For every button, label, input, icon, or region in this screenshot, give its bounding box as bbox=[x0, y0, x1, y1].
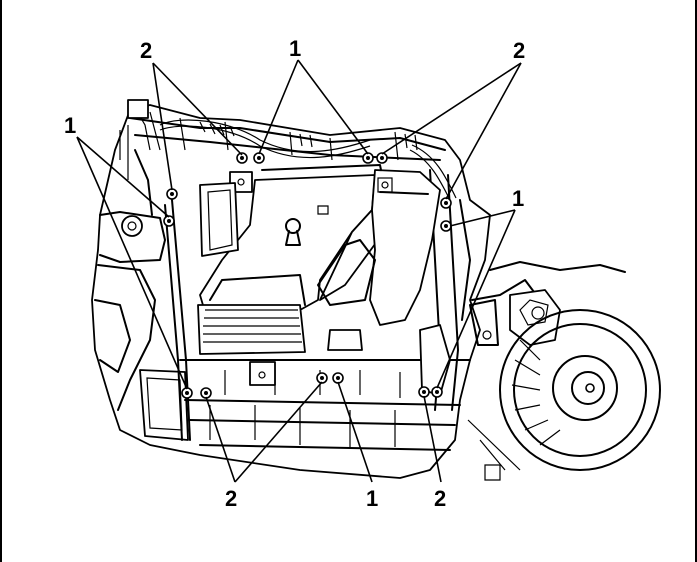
callout-c8: 2 bbox=[434, 486, 446, 511]
callout-c7: 1 bbox=[366, 486, 378, 511]
mounting-bracket-left bbox=[199, 171, 253, 257]
callout-c1: 2 bbox=[140, 38, 152, 63]
side-duct bbox=[317, 169, 441, 326]
leader-lines bbox=[76, 59, 522, 483]
wire-harness bbox=[127, 99, 457, 201]
blower-motor bbox=[467, 261, 661, 481]
callout-c2: 1 bbox=[289, 36, 301, 61]
air-duct bbox=[197, 164, 383, 355]
callout-c5: 1 bbox=[512, 186, 524, 211]
callout-c6: 2 bbox=[225, 486, 237, 511]
callout-labels: 2 1 2 1 1 2 1 2 bbox=[64, 36, 525, 511]
fasteners bbox=[163, 152, 452, 399]
callout-c4: 1 bbox=[64, 113, 76, 138]
callout-c3: 2 bbox=[513, 38, 525, 63]
left-mount bbox=[121, 215, 143, 237]
